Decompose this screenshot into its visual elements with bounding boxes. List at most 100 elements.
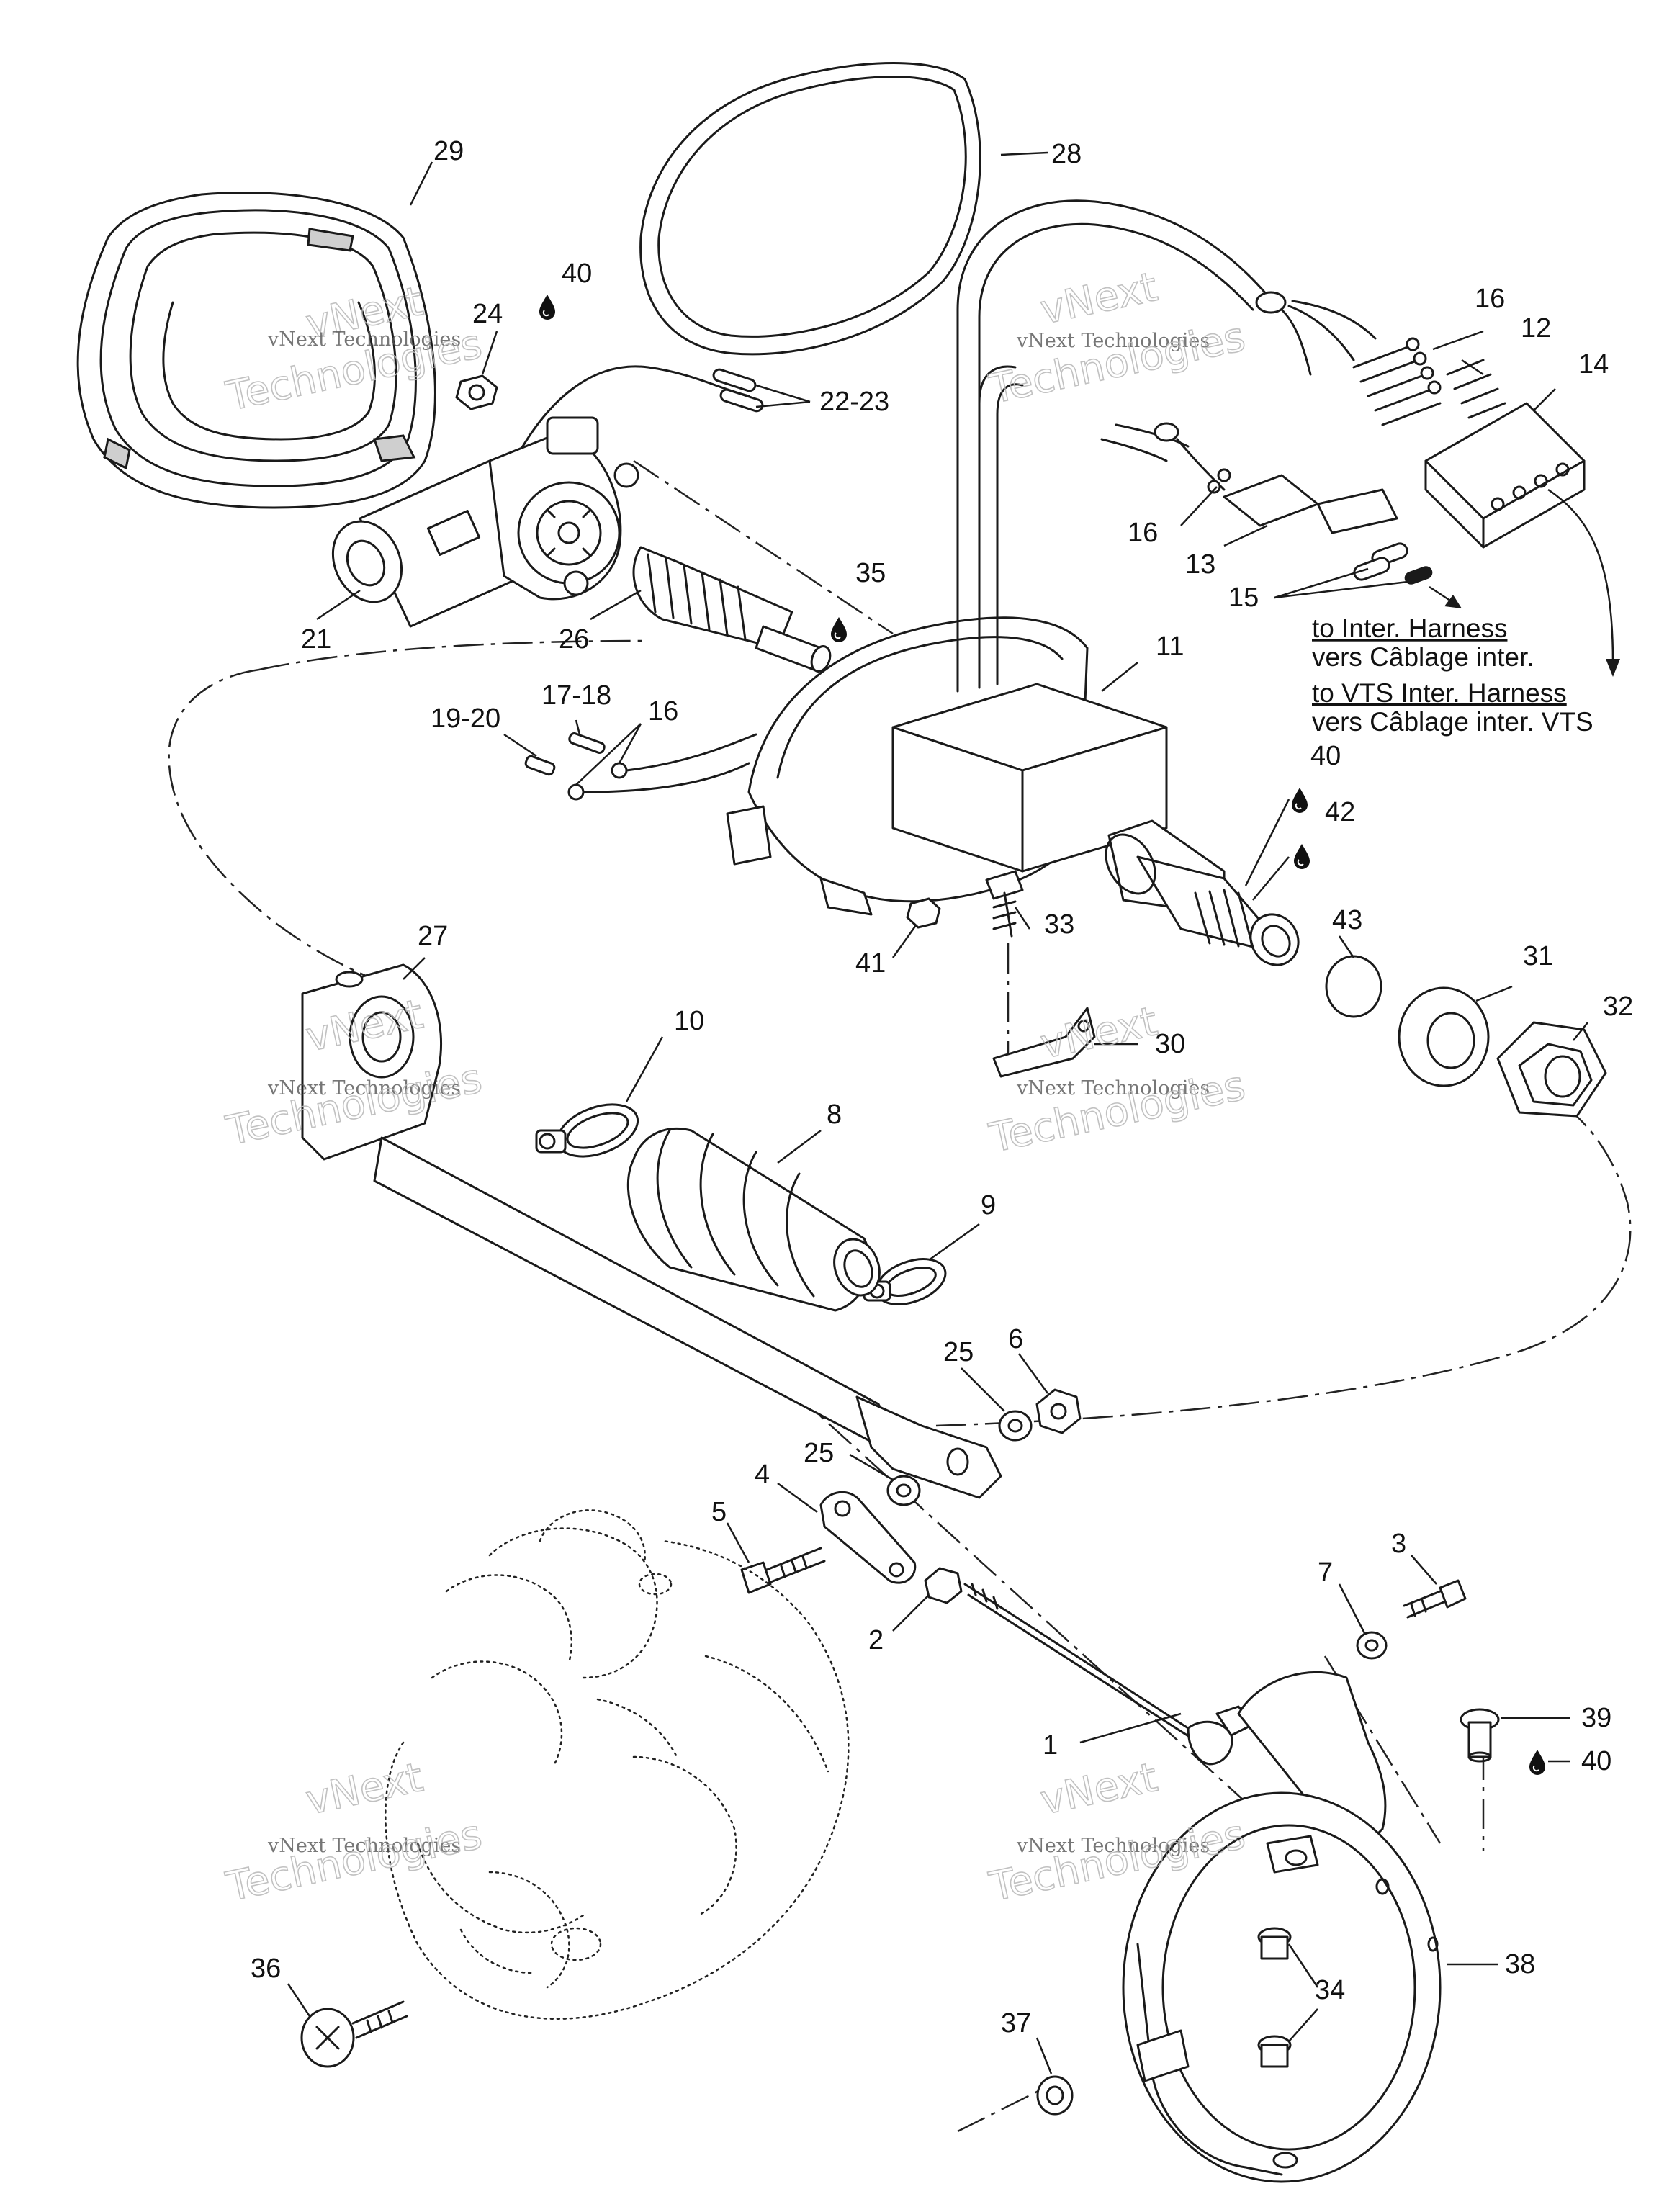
callout-9: 9 <box>981 1190 996 1220</box>
washer-25b <box>886 1475 921 1506</box>
callout-24: 24 <box>472 299 503 329</box>
watermark-top-right: vNext vNext Technologies Technologies <box>985 263 1250 413</box>
callout-35: 35 <box>855 558 886 588</box>
connector-housing-14 <box>1424 402 1586 549</box>
callout-11: 11 <box>1156 631 1184 662</box>
callout-34: 34 <box>1315 1975 1345 2005</box>
actuator-11 <box>726 199 1377 966</box>
callout-13: 13 <box>1185 549 1215 580</box>
callout-41: 41 <box>855 948 886 979</box>
callout-4: 4 <box>755 1460 770 1490</box>
terminals-12 <box>1352 337 1514 433</box>
callout-25-lower: 25 <box>804 1438 834 1468</box>
callout-38: 38 <box>1505 1949 1535 1979</box>
jet-pump-phantom <box>385 1509 850 2020</box>
callout-7: 7 <box>1318 1557 1333 1588</box>
seal-ring-28 <box>639 62 981 356</box>
clamp-10 <box>535 1103 639 1158</box>
callout-16-left: 16 <box>648 696 678 727</box>
callout-36: 36 <box>251 1954 281 1984</box>
note-to-inter-harness: to Inter. Harness <box>1312 613 1507 643</box>
o-ring-43 <box>1325 955 1382 1018</box>
callout-32: 32 <box>1603 992 1633 1022</box>
callout-29: 29 <box>433 136 464 166</box>
callout-40-mid: 40 <box>1310 741 1341 771</box>
svg-text:vNext: vNext <box>302 1754 427 1825</box>
bolt-36 <box>300 2000 408 2068</box>
drop-icon <box>830 616 848 643</box>
svg-text:vNext Technologies: vNext Technologies <box>1016 1077 1210 1100</box>
svg-text:Technologies: Technologies <box>222 1811 485 1911</box>
callout-12: 12 <box>1521 313 1551 343</box>
note-vers-cablage-inter: vers Câblage inter. <box>1312 642 1534 672</box>
callout-2: 2 <box>868 1625 884 1655</box>
bolt-5 <box>740 1547 826 1594</box>
svg-text:vNext: vNext <box>1036 264 1161 334</box>
clamp-9 <box>863 1258 947 1305</box>
callout-10: 10 <box>674 1006 704 1036</box>
callout-17-18: 17-18 <box>541 680 611 711</box>
callout-14: 14 <box>1578 349 1609 379</box>
nut-6 <box>1035 1388 1082 1434</box>
callout-27: 27 <box>418 921 448 951</box>
callout-16-mid: 16 <box>1128 518 1158 548</box>
svg-text:Technologies: Technologies <box>985 313 1249 413</box>
callout-26: 26 <box>559 624 589 655</box>
washer-25a <box>998 1410 1033 1442</box>
bushing-39 <box>1460 1708 1500 1763</box>
washer-7 <box>1356 1631 1388 1660</box>
bolt-3 <box>1403 1579 1467 1619</box>
screw-33 <box>985 870 1024 938</box>
callout-16-top: 16 <box>1475 284 1505 314</box>
callout-5: 5 <box>711 1497 727 1527</box>
nut-37 <box>1036 2075 1074 2116</box>
callout-25-upper: 25 <box>943 1337 974 1367</box>
callout-42: 42 <box>1325 797 1355 827</box>
callout-6: 6 <box>1008 1324 1023 1354</box>
callout-labels: 29 28 40 24 22-23 21 26 35 11 16 12 14 1… <box>251 136 1633 2038</box>
callout-15: 15 <box>1228 583 1259 613</box>
callout-3: 3 <box>1391 1529 1406 1559</box>
cover-29 <box>76 192 436 509</box>
watermark-mid-right: vNext vNext Technologies Technologies <box>985 997 1250 1162</box>
svg-text:vNext Technologies: vNext Technologies <box>267 1077 461 1100</box>
svg-text:vNext Technologies: vNext Technologies <box>1016 1835 1210 1857</box>
harness-notes: to Inter. Harness vers Câblage inter. to… <box>1312 613 1593 737</box>
ring-bracket-38 <box>1122 1671 1442 2183</box>
callout-28: 28 <box>1051 139 1082 169</box>
wire-terminals-17-20 <box>524 732 757 801</box>
callout-22-23: 22-23 <box>819 387 889 417</box>
note-to-vts-inter-harness: to VTS Inter. Harness <box>1312 678 1567 708</box>
connector-13-15 <box>1207 468 1433 585</box>
drop-icon <box>1293 843 1310 870</box>
worm-gear-26 <box>632 546 832 673</box>
callout-19-20: 19-20 <box>431 703 500 734</box>
callout-1: 1 <box>1043 1730 1058 1761</box>
wire-leads-22-23 <box>517 365 764 455</box>
callout-37: 37 <box>1001 2008 1031 2038</box>
svg-text:vNext: vNext <box>1036 1754 1161 1825</box>
watermark-bottom-left: vNext vNext Technologies Technologies <box>222 1753 487 1911</box>
callout-31: 31 <box>1523 941 1553 971</box>
bushing-34 <box>1257 1927 1292 2068</box>
svg-text:vNext Technologies: vNext Technologies <box>267 1835 461 1857</box>
svg-text:vNext: vNext <box>1036 998 1161 1069</box>
assembly-outline <box>168 639 1632 1427</box>
rod-1 <box>963 1583 1254 1766</box>
lever-4 <box>819 1491 917 1584</box>
callout-43: 43 <box>1332 905 1362 935</box>
bracket-30 <box>992 1007 1096 1078</box>
callout-21: 21 <box>301 624 331 655</box>
callout-8: 8 <box>827 1100 842 1130</box>
motor-21 <box>331 416 639 628</box>
nut-32 <box>1496 1021 1607 1118</box>
washer-31 <box>1398 986 1490 1087</box>
bellows-boot-8 <box>626 1127 881 1312</box>
drop-icon <box>1529 1749 1546 1776</box>
nut-2 <box>924 1567 963 1604</box>
tie-rod-27 <box>301 963 1002 1499</box>
drop-icon <box>539 294 556 320</box>
callout-40: 40 <box>562 258 592 289</box>
vts-harness-arrow <box>1547 488 1614 663</box>
